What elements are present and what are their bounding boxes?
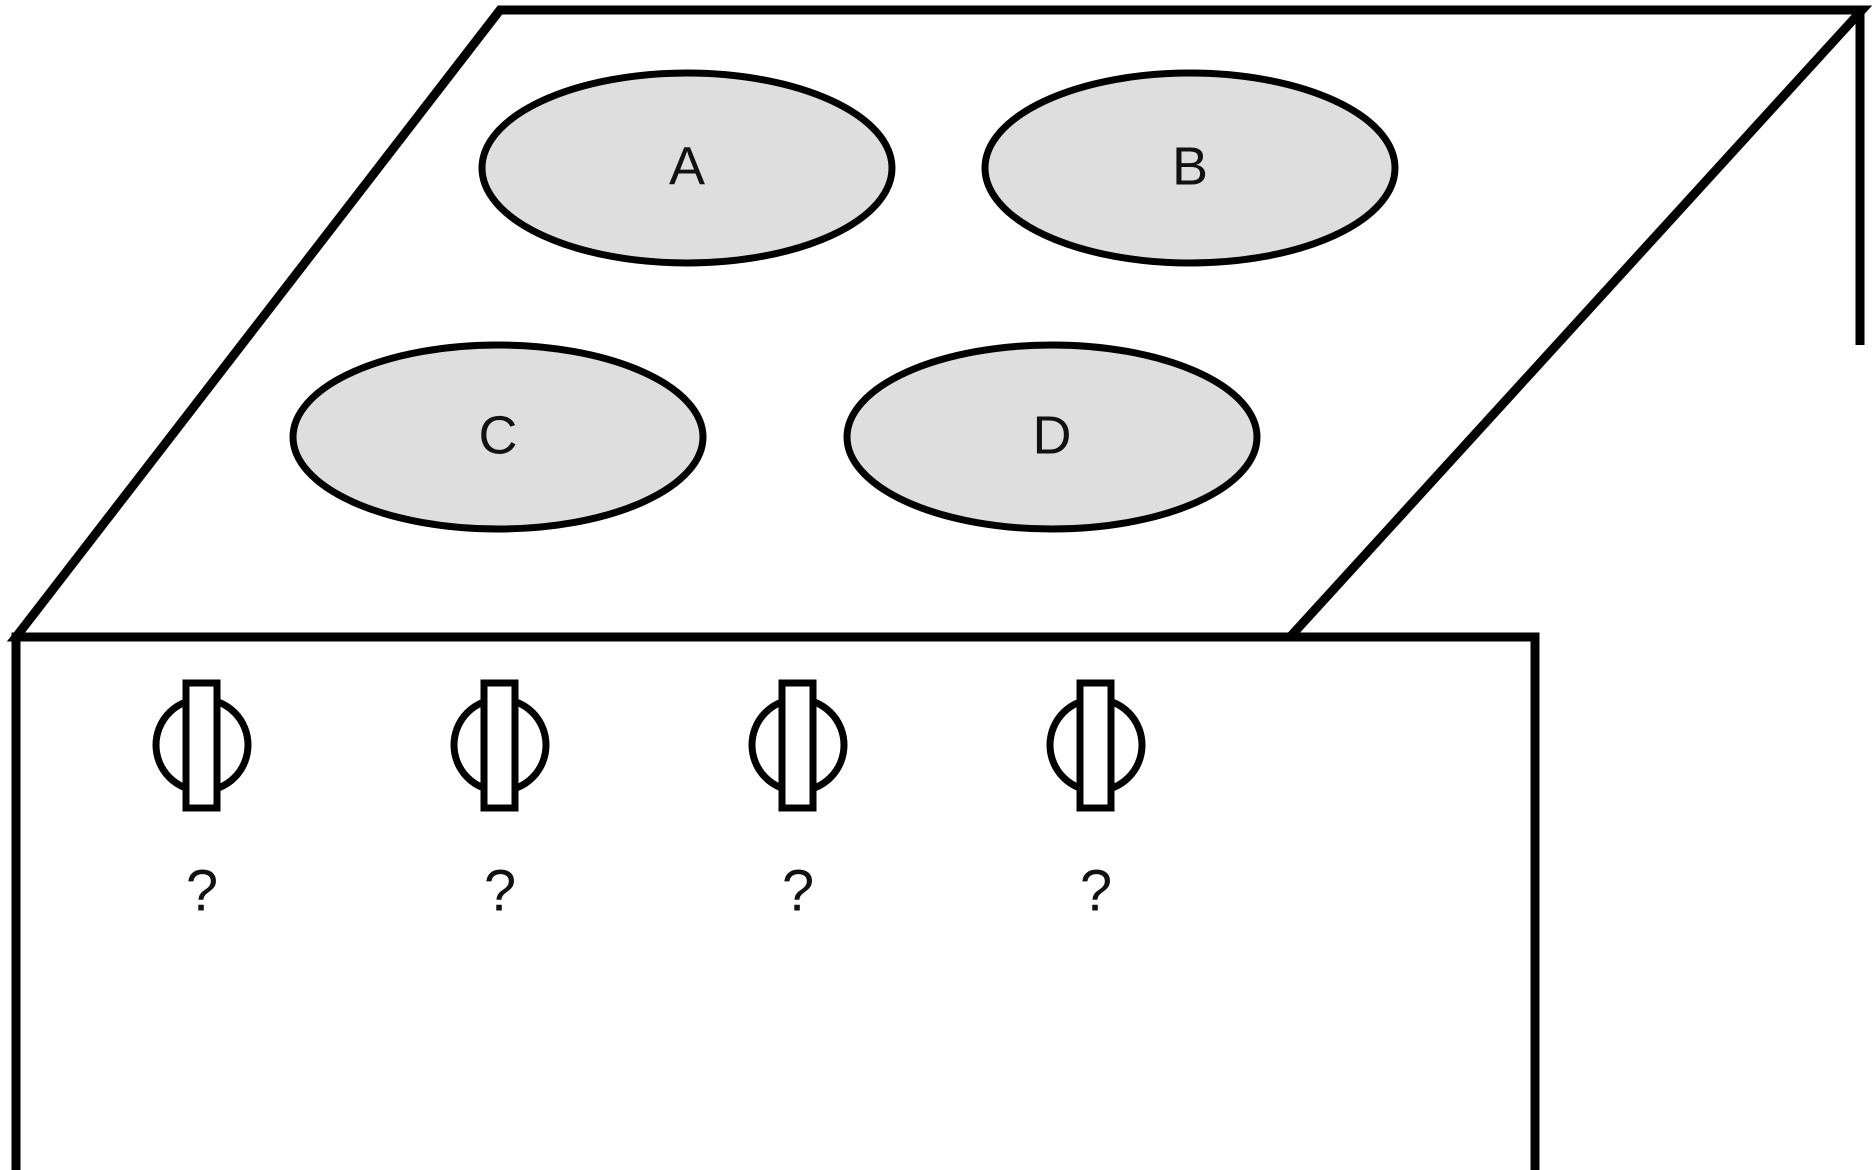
- knob-4-label: ?: [1080, 858, 1112, 923]
- burner-c[interactable]: C: [289, 341, 707, 533]
- burner-b-ring[interactable]: [981, 69, 1399, 267]
- cooktop-surface: [6, 5, 1873, 642]
- knob-1-pointer[interactable]: [182, 679, 221, 812]
- burner-d-ring[interactable]: [843, 341, 1261, 533]
- burner-b-label: B: [1172, 136, 1208, 196]
- knob-2-pointer[interactable]: [480, 679, 519, 812]
- knob-4[interactable]: ?: [1046, 679, 1146, 923]
- knob-3-pointer[interactable]: [778, 679, 817, 812]
- burner-d-label: D: [1033, 405, 1072, 465]
- knob-3-label: ?: [782, 858, 814, 923]
- burner-d[interactable]: D: [843, 341, 1261, 533]
- knob-2[interactable]: ?: [450, 679, 550, 923]
- burner-a[interactable]: A: [478, 69, 896, 267]
- control-knobs-group: ? ? ? ?: [152, 679, 1146, 923]
- burner-a-label: A: [669, 136, 705, 196]
- burner-a-ring[interactable]: [478, 69, 896, 267]
- burner-b[interactable]: B: [981, 69, 1399, 267]
- burner-c-label: C: [479, 405, 518, 465]
- knob-1[interactable]: ?: [152, 679, 252, 923]
- burners-group: A B C D: [289, 69, 1399, 533]
- knob-2-label: ?: [484, 858, 516, 923]
- knob-1-label: ?: [186, 858, 218, 923]
- knob-3[interactable]: ?: [748, 679, 848, 923]
- burner-c-ring[interactable]: [289, 341, 707, 533]
- knob-4-pointer[interactable]: [1076, 679, 1115, 812]
